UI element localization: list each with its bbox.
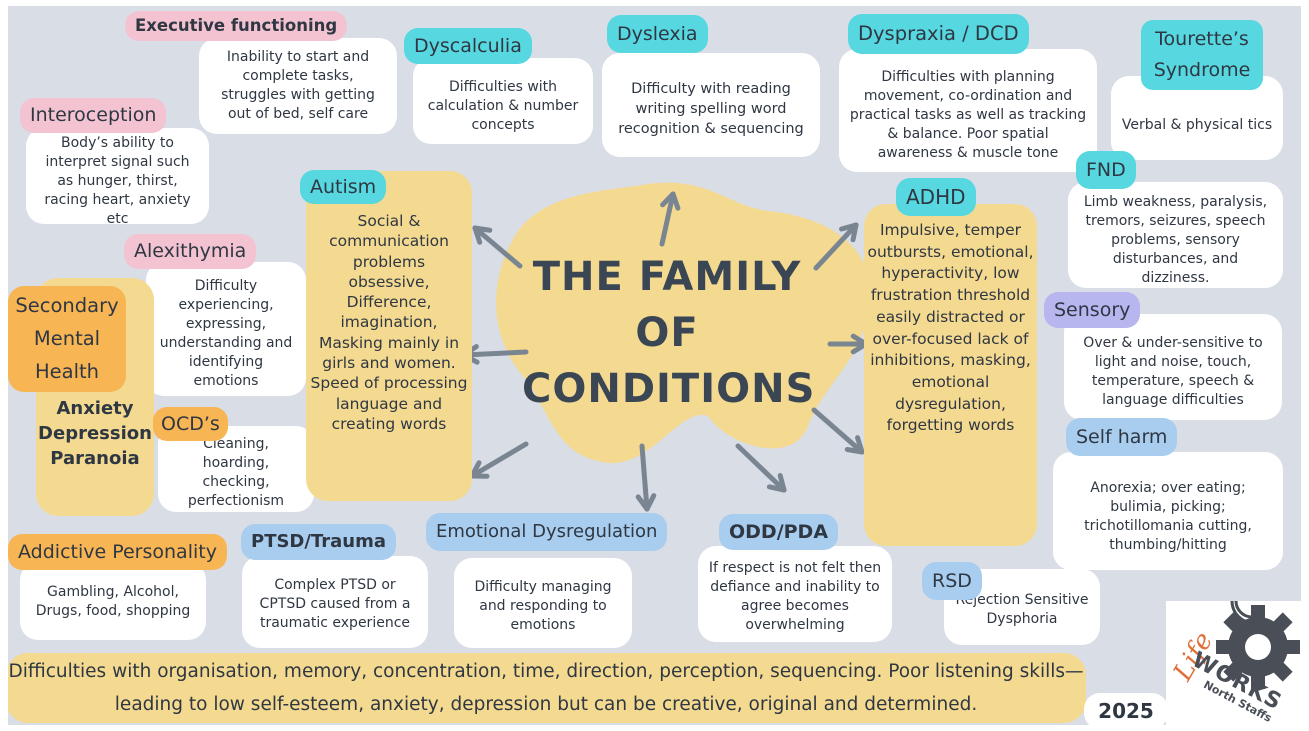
secondary-text: Anxiety Depression Paranoia (38, 398, 152, 469)
rsd-text: Rejection Sensitive Dysphoria (955, 592, 1089, 627)
connector-arrows (461, 191, 869, 512)
tourettes-card: Verbal & physical tics (1111, 76, 1283, 160)
sensory-text: Over & under-sensitive to light and nois… (1083, 335, 1263, 408)
year-badge: 2025 (1084, 693, 1168, 725)
alexithymia-text: Difficulty experiencing, expressing, und… (159, 278, 293, 389)
executive-card: Inability to start and complete tasks, s… (199, 38, 397, 134)
dyscalculia-card: Difficulties with calculation & number c… (413, 58, 593, 144)
sensory-label: Sensory (1044, 292, 1141, 328)
dyslexia-label: Dyslexia (607, 15, 708, 53)
arrow-to-autism (472, 225, 523, 269)
center-blob-layer (496, 182, 871, 464)
executive-text: Inability to start and complete tasks, s… (221, 49, 375, 122)
interoception-card: Body’s ability to interpret signal such … (26, 128, 209, 227)
sensory-card: Over & under-sensitive to light and nois… (1064, 314, 1282, 420)
odd-text: If respect is not felt then defiance and… (708, 560, 882, 633)
alexithymia-card: Difficulty experiencing, expressing, und… (146, 262, 306, 396)
infographic-board: Inability to start and complete tasks, s… (8, 6, 1301, 725)
dyslexia-text: Difficulty with reading writing spelling… (618, 81, 804, 137)
fnd-label: FND (1076, 151, 1136, 189)
center-blob (496, 182, 871, 464)
ocd-label: OCD’s (153, 407, 228, 441)
emotional-text: Difficulty managing and responding to em… (474, 578, 612, 633)
selfharm-text: Anorexia; over eating; bulimia, picking;… (1084, 480, 1252, 553)
secondary-label: Secondary Mental Health (8, 286, 126, 392)
arrow-to-emotional (469, 441, 529, 479)
dyspraxia-text: Difficulties with planning movement, co-… (849, 69, 1087, 161)
fnd-card: Limb weakness, paralysis, tremors, seizu… (1068, 182, 1283, 288)
arrow-to-adhd-mid (827, 333, 869, 355)
selfharm-label: Self harm (1066, 418, 1178, 456)
fnd-text: Limb weakness, paralysis, tremors, seizu… (1083, 193, 1268, 286)
selfharm-card: Anorexia; over eating; bulimia, picking;… (1053, 452, 1283, 570)
dyspraxia-label: Dyspraxia / DCD (848, 14, 1029, 54)
autism-text: Social & communication problems obsessiv… (310, 212, 468, 433)
gear-icon (1216, 601, 1300, 689)
arrow-to-autism-mid (461, 344, 529, 365)
autism-card: Social & communication problems obsessiv… (306, 171, 472, 501)
odd-card: If respect is not felt then defiance and… (698, 546, 892, 642)
arrow-to-emotional-mid (635, 443, 657, 512)
dyscalculia-label: Dyscalculia (404, 28, 532, 64)
addictive-card: Gambling, Alcohol, Drugs, food, shopping (20, 562, 206, 640)
autism-label: Autism (300, 170, 387, 204)
dyspraxia-card: Difficulties with planning movement, co-… (839, 49, 1097, 172)
adhd-text: Impulsive, temper outbursts, emotional, … (867, 221, 1034, 435)
adhd-label: ADHD (896, 178, 976, 216)
arrow-to-dyslexia (659, 191, 681, 247)
center-title: THE FAMILY OF CONDITIONS (522, 254, 816, 412)
ptsd-label: PTSD/Trauma (241, 524, 396, 560)
ocd-text: Cleaning, hoarding, checking, perfection… (187, 436, 285, 509)
emotional-label: Emotional Dysregulation (426, 513, 668, 551)
alexithymia-label: Alexithymia (124, 234, 257, 269)
odd-label: ODD/PDA (719, 514, 839, 550)
interoception-label: Interoception (20, 98, 167, 133)
tourettes-label: Tourette’s Syndrome (1141, 20, 1263, 90)
ptsd-text: Complex PTSD or CPTSD caused from a trau… (259, 576, 411, 631)
dyslexia-card: Difficulty with reading writing spelling… (602, 53, 820, 157)
adhd-card: Impulsive, temper outbursts, emotional, … (864, 204, 1037, 546)
ptsd-card: Complex PTSD or CPTSD caused from a trau… (242, 556, 428, 648)
rsd-label: RSD (922, 562, 982, 600)
arrow-to-adhd-low (811, 407, 865, 455)
interoception-text: Body’s ability to interpret signal such … (44, 134, 191, 227)
emotional-card: Difficulty managing and responding to em… (454, 558, 632, 648)
arrow-to-odd (735, 443, 787, 493)
bottom-banner: Difficulties with organisation, memory, … (8, 653, 1086, 723)
tourettes-text: Verbal & physical tics (1121, 116, 1273, 133)
executive-label: Executive functioning (125, 11, 348, 41)
addictive-text: Gambling, Alcohol, Drugs, food, shopping (35, 584, 191, 619)
lifeworks-logo: Life WORKS North Staffs (1166, 601, 1301, 725)
arrow-to-adhd (813, 222, 859, 271)
addictive-label: Addictive Personality (8, 534, 227, 570)
dyscalculia-text: Difficulties with calculation & number c… (427, 78, 579, 133)
